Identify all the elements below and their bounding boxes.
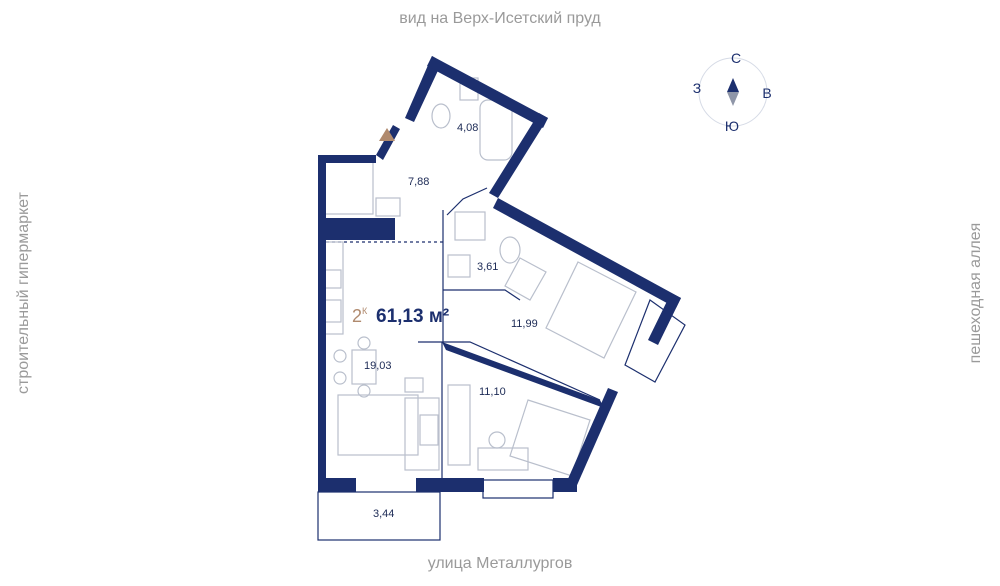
desk-chair-icon [488,431,506,449]
area-bathroom: 4,08 [457,122,478,134]
wall-bath-west [405,56,442,122]
area-kitchen-living: 19,03 [364,360,392,372]
toilet-icon [499,236,521,264]
washbasin-icon [447,254,471,278]
room-count: 2К [352,306,368,326]
wall-south-a [318,478,356,492]
view-label-top: вид на Верх-Исетский пруд [399,10,601,27]
wall-south-c [553,478,577,492]
balcony-outline [317,491,441,541]
furniture [322,77,637,477]
view-label-bottom: улица Металлургов [427,555,573,572]
window-bay [482,479,554,499]
compass-south-arrow-icon [727,92,739,106]
armchair [419,414,439,446]
side-table [404,377,424,393]
wall-east-lower [564,388,618,492]
shoe-rack [375,197,401,217]
wall-west [318,155,326,490]
chair-icon [333,371,347,385]
sofa [404,397,440,471]
walls [318,56,681,492]
bedroom-shelf [447,384,471,466]
compass-south: Ю [725,118,739,134]
wall-bath-north [427,56,548,128]
rug [337,394,419,456]
desk [477,447,529,471]
shower-icon [454,211,486,241]
radiator-block [323,218,395,240]
area-bedroom-large: 11,99 [511,318,538,330]
dining-table [351,349,377,385]
chair-icon [357,336,371,350]
compass-north-arrow-icon [727,78,739,92]
wardrobe [322,161,374,215]
wall-hall-north [318,155,376,163]
balcony [317,299,686,541]
wall-south-b [416,478,484,492]
entrance-marker-icon [379,128,395,141]
compass: С Ю З В [693,50,772,134]
wall-bedroom-north [493,198,681,308]
bathtub-icon [479,99,513,161]
bedroom-wardrobe [504,257,547,301]
area-balcony: 3,44 [373,508,394,520]
compass-north: С [731,50,741,66]
wall-bedroom-east [648,293,681,345]
sink-icon [324,269,342,289]
total-area: 61,13 м² [376,306,449,327]
compass-ring [698,57,768,127]
wall-bedroom-divider [442,342,604,408]
compass-east: В [762,85,771,101]
area-bedroom-small: 11,10 [479,386,506,398]
double-bed [545,261,637,359]
chair-icon [333,349,347,363]
stove-icon [324,299,342,323]
interior-lines [320,187,601,480]
toilet-icon [431,103,451,129]
wall-bath-east [489,113,548,198]
area-hallway: 7,88 [408,176,429,188]
compass-west: З [693,80,701,96]
chair-icon [357,384,371,398]
wall-hall-diag [376,125,400,160]
area-wc: 3,61 [477,261,498,273]
bedroom-balcony [624,299,686,383]
